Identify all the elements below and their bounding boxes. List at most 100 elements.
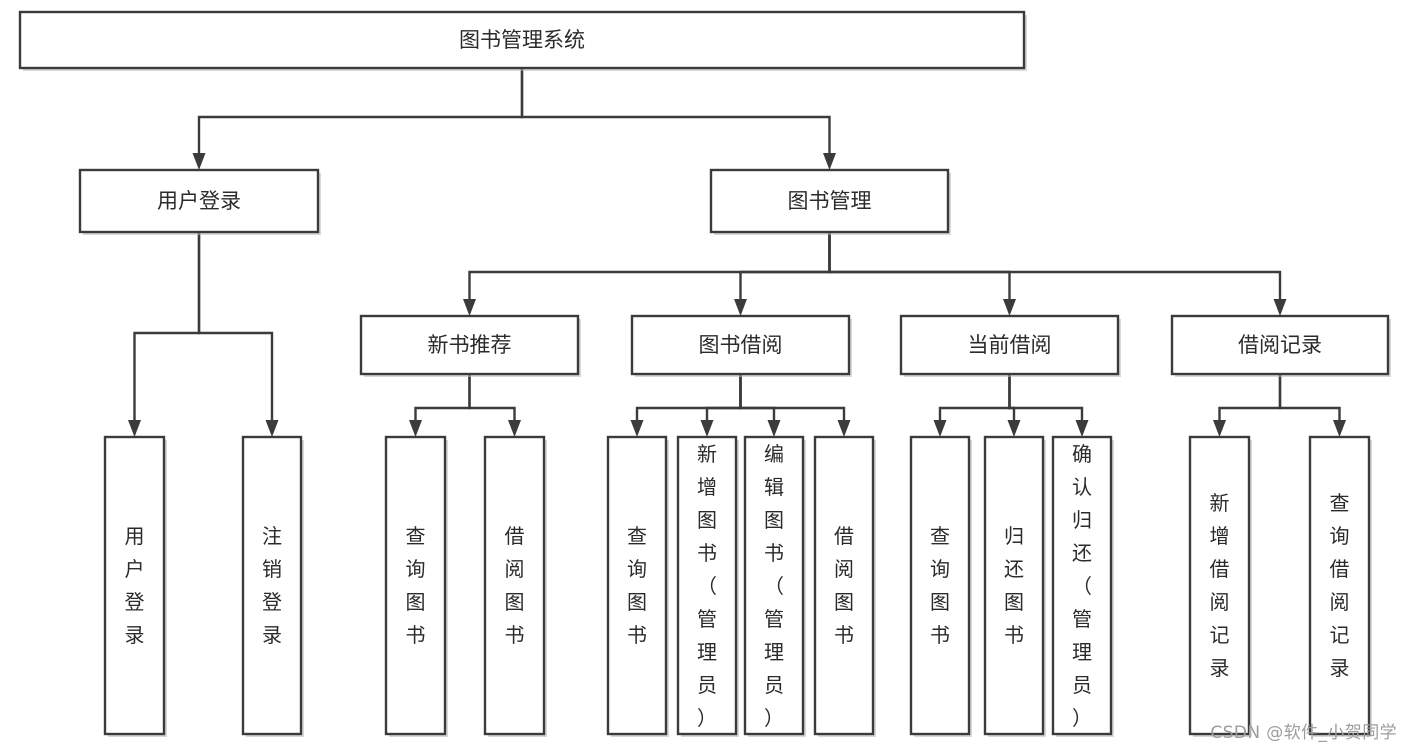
node-label: 当前借阅 [968, 333, 1052, 357]
node-box[interactable] [78, 168, 320, 234]
node-box[interactable] [813, 435, 875, 736]
node-label: 借阅图书 [505, 524, 525, 647]
node-leaf-record-search[interactable]: 查询借阅记录 [1308, 435, 1372, 737]
connector-leaf-current-search [933, 374, 1011, 437]
connector-leaf-borrow-search [630, 374, 742, 437]
arrow-head-icon [265, 420, 279, 437]
node-label: 借阅图书 [834, 524, 854, 647]
node-box[interactable] [18, 10, 1026, 70]
arrow-head-icon [837, 420, 851, 437]
node-label: 图书借阅 [699, 333, 783, 357]
node-leaf-borrow-add[interactable]: 新增图书（管理员） [676, 435, 739, 737]
node-box[interactable] [709, 168, 950, 234]
connector-record [828, 232, 1287, 316]
node-box[interactable] [103, 435, 166, 736]
connector-borrow [734, 232, 831, 316]
arrow-head-icon [463, 299, 476, 316]
node-box[interactable] [1051, 435, 1113, 736]
node-leaf-newbook-search[interactable]: 查询图书 [384, 435, 448, 737]
node-label: 查询图书 [406, 524, 426, 647]
connector-leaf-record-add [1213, 374, 1282, 437]
arrow-head-icon [767, 420, 781, 437]
connector-leaf-borrow-edit [739, 374, 781, 437]
node-label: 编辑图书（管理员） [764, 442, 784, 730]
node-borrow[interactable]: 图书借阅 [630, 314, 852, 377]
arrow-head-icon [734, 299, 747, 316]
connector-leaf-newbook-borrow [468, 374, 521, 437]
node-label: 新书推荐 [428, 333, 512, 357]
node-leaf-newbook-borrow[interactable]: 借阅图书 [483, 435, 547, 737]
node-box[interactable] [630, 314, 851, 376]
connector-leaf-record-search [1278, 374, 1346, 437]
node-leaf-borrow-edit[interactable]: 编辑图书（管理员） [743, 435, 806, 737]
connector-leaf-current-confirm [1008, 374, 1089, 437]
connector-leaf-borrow-add [700, 374, 742, 437]
arrow-head-icon [630, 420, 644, 437]
node-box[interactable] [483, 435, 546, 736]
node-label: 新增图书（管理员） [697, 442, 717, 730]
node-current[interactable]: 当前借阅 [899, 314, 1121, 377]
connector-leaf-user-logout [197, 232, 279, 437]
node-box[interactable] [983, 435, 1045, 736]
connector-leaf-newbook-search [409, 374, 471, 437]
node-label: 注销登录 [262, 524, 282, 647]
arrow-head-icon [933, 420, 947, 437]
node-box[interactable] [743, 435, 805, 736]
arrow-head-icon [128, 420, 141, 437]
arrow-head-icon [1007, 420, 1021, 437]
connector-current [828, 232, 1016, 316]
node-label: 查询图书 [930, 524, 950, 647]
arrow-head-icon [1003, 299, 1016, 316]
node-label: 确认归还（管理员） [1072, 442, 1092, 730]
node-leaf-user-logout[interactable]: 注销登录 [241, 435, 304, 737]
node-box[interactable] [384, 435, 447, 736]
arrow-head-icon [409, 420, 422, 437]
node-box[interactable] [909, 435, 971, 736]
node-layer: 图书管理系统用户登录图书管理新书推荐图书借阅当前借阅借阅记录用户登录注销登录查询… [18, 10, 1391, 737]
node-label: 新增借阅记录 [1210, 491, 1230, 680]
arrow-head-icon [1273, 299, 1287, 316]
arrow-head-icon [1075, 420, 1089, 437]
node-label: 借阅记录 [1238, 333, 1322, 357]
node-record[interactable]: 借阅记录 [1170, 314, 1391, 377]
node-login[interactable]: 用户登录 [78, 168, 321, 235]
arrow-head-icon [1333, 420, 1346, 437]
connector-newbook [463, 232, 831, 316]
connector-bookmgmt [520, 68, 836, 170]
node-label: 归还图书 [1004, 524, 1024, 647]
node-leaf-current-search[interactable]: 查询图书 [909, 435, 972, 737]
node-label: 查询图书 [627, 524, 647, 647]
node-box[interactable] [359, 314, 580, 376]
node-box[interactable] [676, 435, 738, 736]
node-leaf-borrow-lend[interactable]: 借阅图书 [813, 435, 876, 737]
node-box[interactable] [1170, 314, 1390, 376]
node-label: 图书管理系统 [459, 28, 585, 52]
node-label: 查询借阅记录 [1330, 491, 1350, 680]
arrow-head-icon [508, 420, 521, 437]
node-leaf-current-confirm[interactable]: 确认归还（管理员） [1051, 435, 1114, 737]
node-label: 图书管理 [788, 189, 872, 213]
node-newbook[interactable]: 新书推荐 [359, 314, 581, 377]
arrow-head-icon [192, 153, 206, 170]
connector-layer [128, 68, 1346, 437]
connector-leaf-user-login [128, 232, 201, 437]
node-box[interactable] [241, 435, 303, 736]
node-bookmgmt[interactable]: 图书管理 [709, 168, 951, 235]
node-box[interactable] [1308, 435, 1371, 736]
node-label: 用户登录 [157, 189, 241, 213]
node-box[interactable] [606, 435, 668, 736]
node-box[interactable] [899, 314, 1120, 376]
node-leaf-record-add[interactable]: 新增借阅记录 [1188, 435, 1252, 737]
connector-login [192, 68, 524, 170]
node-leaf-current-return[interactable]: 归还图书 [983, 435, 1046, 737]
node-leaf-borrow-search[interactable]: 查询图书 [606, 435, 669, 737]
node-box[interactable] [1188, 435, 1251, 736]
arrow-head-icon [1213, 420, 1226, 437]
arrow-head-icon [823, 153, 836, 170]
node-leaf-user-login[interactable]: 用户登录 [103, 435, 167, 737]
arrow-head-icon [700, 420, 714, 437]
node-root[interactable]: 图书管理系统 [18, 10, 1027, 71]
connector-leaf-borrow-lend [739, 374, 851, 437]
